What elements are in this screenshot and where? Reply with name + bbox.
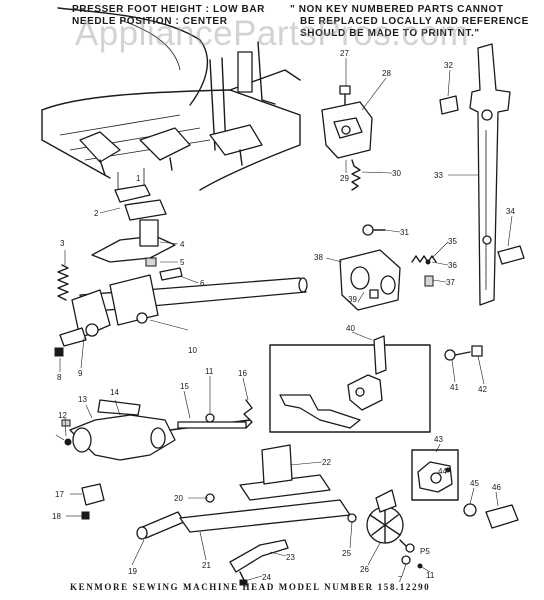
model-number-caption: KENMORE SEWING MACHINE HEAD MODEL NUMBER… [70, 582, 431, 592]
callout-42: 42 [478, 385, 487, 394]
presser-bracket-group [91, 168, 183, 281]
note-presser-foot-height: PRESSER FOOT HEIGHT : LOW BAR [72, 4, 265, 15]
spring-part-3 [57, 264, 69, 301]
rod-part-19 [136, 511, 185, 540]
callout-6: 6 [200, 279, 205, 288]
callout-18: 18 [52, 512, 61, 521]
callout-38: 38 [314, 253, 323, 262]
callout-5: 5 [180, 258, 185, 267]
callout-20: 20 [174, 494, 183, 503]
callout-33: 33 [434, 171, 443, 180]
callout-11: 11 [426, 571, 435, 580]
callout-45: 45 [470, 479, 479, 488]
latch-part-23 [229, 539, 289, 586]
callout-27: 27 [340, 49, 349, 58]
link-part-21 [179, 444, 351, 533]
callout-17: 17 [55, 490, 64, 499]
callout-19: 19 [128, 567, 137, 576]
callout-40: 40 [346, 324, 355, 333]
stud-part-9 [54, 327, 87, 357]
callout-37: 37 [446, 278, 455, 287]
callout-26: 26 [360, 565, 369, 574]
callout-11b: 11 [205, 367, 214, 376]
pin-part-34 [497, 245, 525, 265]
note-non-key-parts: " NON KEY NUMBERED PARTS CANNOT [290, 4, 504, 15]
screw-part-42 [444, 345, 483, 361]
bracket-part-17 [81, 483, 105, 520]
callout-10: 10 [188, 346, 197, 355]
callout-15: 15 [180, 382, 189, 391]
note-needle-position: NEEDLE POSITION : CENTER [72, 16, 228, 27]
callout-31: 31 [400, 228, 409, 237]
callout-34: 34 [506, 207, 515, 216]
callout-35: 35 [448, 237, 457, 246]
lever-part-33 [469, 43, 511, 306]
cam-part-26 [347, 489, 415, 553]
callout-23: 23 [286, 553, 295, 562]
callout-13: 13 [78, 395, 87, 404]
callout-32: 32 [444, 61, 453, 70]
callout-8: 8 [57, 373, 62, 382]
leader-lines [55, 58, 513, 581]
bracket-part-28 [321, 101, 373, 191]
block-part-32 [439, 95, 459, 115]
screw-part-31 [362, 224, 386, 236]
callout-4: 4 [180, 240, 185, 249]
callout-41: 41 [450, 383, 459, 392]
cap-part-46 [463, 503, 519, 529]
callout-21: 21 [202, 561, 211, 570]
callout-22: 22 [322, 458, 331, 467]
bracket-part-38 [339, 249, 401, 311]
callout-43: 43 [434, 435, 443, 444]
callout-44: 44 [438, 467, 447, 476]
callout-14: 14 [110, 388, 119, 397]
callout-1: 1 [136, 174, 141, 183]
callout-7: 7 [398, 575, 403, 584]
callout-28: 28 [382, 69, 391, 78]
corner-label: P5 [420, 547, 430, 556]
callout-46: 46 [492, 483, 501, 492]
lever-assembly-14 [61, 399, 253, 461]
callout-36: 36 [448, 261, 457, 270]
callout-29: 29 [340, 174, 349, 183]
screw-part-27 [339, 85, 351, 107]
callout-16: 16 [238, 369, 247, 378]
callout-2: 2 [94, 209, 99, 218]
spring-part-35 [411, 255, 437, 287]
shaft-part-10 [71, 274, 308, 339]
frame-part-40 [269, 335, 431, 433]
note-replacement: BE REPLACED LOCALLY AND REFERENCE [300, 16, 529, 27]
callout-9: 9 [78, 369, 83, 378]
callout-39: 39 [348, 295, 357, 304]
callout-12: 12 [58, 411, 67, 420]
callout-25: 25 [342, 549, 351, 558]
callout-labels: 1 2 3 4 5 6 7 8 9 10 11 12 13 14 15 16 1… [52, 49, 515, 584]
assembly-box-43 [411, 449, 459, 501]
callout-24: 24 [262, 573, 271, 582]
note-reference: SHOULD BE MADE TO PRINT NT." [300, 28, 480, 39]
callout-3: 3 [60, 239, 65, 248]
machine-body-outline [41, 7, 301, 191]
callout-30: 30 [392, 169, 401, 178]
